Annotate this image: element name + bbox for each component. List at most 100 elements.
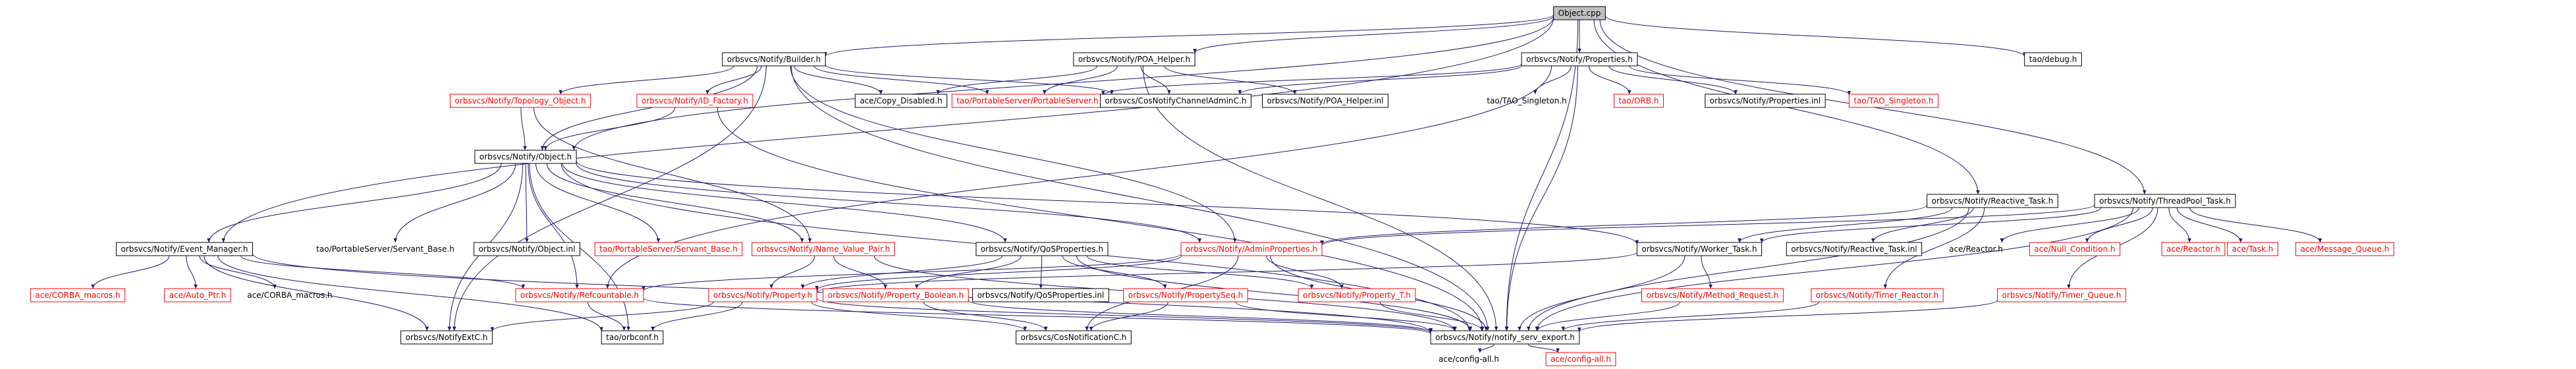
graph-node-builder[interactable]: orbsvcs/Notify/Builder.h bbox=[722, 52, 826, 67]
dependency-edge-qos-properties-to-property-boolean bbox=[914, 255, 1022, 289]
graph-node-portable-server[interactable]: tao/PortableServer/PortableServer.h bbox=[951, 94, 1104, 108]
graph-node-tao-orb[interactable]: tao/ORB.h bbox=[1614, 94, 1664, 108]
graph-node-threadpool-task[interactable]: orbsvcs/Notify/ThreadPool_Task.h bbox=[2094, 194, 2236, 208]
graph-node-label: ace/config-all.h bbox=[1550, 355, 1611, 364]
graph-node-label: orbsvcs/Notify/ThreadPool_Task.h bbox=[2099, 196, 2231, 206]
graph-node-refcountable[interactable]: orbsvcs/Notify/Refcountable.h bbox=[515, 288, 644, 302]
graph-node-ace-auto-ptr[interactable]: ace/Auto_Ptr.h bbox=[164, 288, 231, 302]
dependency-edge-properties-to-portable-server bbox=[1101, 63, 1522, 96]
graph-node-method-request[interactable]: orbsvcs/Notify/Method_Request.h bbox=[1641, 288, 1784, 302]
graph-node-box bbox=[2161, 242, 2226, 256]
graph-node-tao-orbconf[interactable]: tao/orbconf.h bbox=[601, 330, 664, 345]
dependency-edge-property-to-notify-serv-export bbox=[816, 298, 1433, 334]
graph-node-box bbox=[594, 242, 743, 256]
graph-node-property[interactable]: orbsvcs/Notify/Property.h bbox=[708, 288, 817, 302]
graph-node-id-factory[interactable]: orbsvcs/Notify/ID_Factory.h bbox=[636, 94, 754, 108]
graph-node-label: orbsvcs/Notify/ID_Factory.h bbox=[642, 96, 748, 105]
dependency-edge-reactive-task-to-worker-task bbox=[1738, 207, 1953, 243]
dependency-edge-builder-to-cos-channel-admin bbox=[825, 64, 1114, 95]
graph-node-topology-object[interactable]: orbsvcs/Notify/Topology_Object.h bbox=[449, 94, 591, 108]
graph-node-label: ace/Copy_Disabled.h bbox=[860, 96, 942, 105]
graph-node-ace-corba-macros-plain[interactable]: ace/CORBA_macros.h bbox=[242, 289, 337, 302]
graph-node-timer-queue[interactable]: orbsvcs/Notify/Timer_Queue.h bbox=[1997, 288, 2126, 302]
graph-node-tao-singleton-red[interactable]: tao/TAO_Singleton.h bbox=[1848, 94, 1939, 108]
graph-node-poa-helper[interactable]: orbsvcs/Notify/POA_Helper.h bbox=[1073, 52, 1195, 67]
graph-node-label: tao/TAO_Singleton.h bbox=[1853, 96, 1933, 105]
dependency-edge-method-request-to-notify-serv-export bbox=[1535, 301, 1681, 331]
graph-node-qos-properties-inl[interactable]: orbsvcs/Notify/QoSProperties.inl bbox=[972, 288, 1109, 302]
graph-node-tao-singleton-plain[interactable]: tao/TAO_Singleton.h bbox=[1482, 94, 1571, 107]
graph-node-property-seq[interactable]: orbsvcs/Notify/PropertySeq.h bbox=[1123, 288, 1248, 302]
graph-node-reactive-task-inl[interactable]: orbsvcs/Notify/Reactive_Task.inl bbox=[1786, 242, 1923, 256]
dependency-edge-worker-task-to-property bbox=[815, 252, 1637, 293]
graph-node-servant-base-red[interactable]: tao/PortableServer/Servant_Base.h bbox=[594, 242, 743, 256]
dependency-edge-timer-reactor-to-notify-serv-export bbox=[1561, 301, 1820, 331]
dependency-edge-properties-to-tao-singleton-red bbox=[1629, 65, 1851, 96]
dependency-edge-timer-queue-to-notify-serv-export bbox=[1577, 299, 1998, 332]
graph-node-label: orbsvcs/Notify/Topology_Object.h bbox=[454, 96, 586, 105]
graph-node-config-all-red[interactable]: ace/config-all.h bbox=[1545, 352, 1616, 366]
graph-node-timer-reactor[interactable]: orbsvcs/Notify/Timer_Reactor.h bbox=[1811, 288, 1944, 302]
dependency-edge-poa-helper-to-cos-channel-admin bbox=[1140, 65, 1171, 95]
graph-node-box bbox=[164, 288, 231, 302]
graph-node-ace-reactor-red[interactable]: ace/Reactor.h bbox=[2161, 242, 2226, 256]
dependency-edge-threadpool-task-to-notify-serv-export bbox=[1535, 207, 2134, 331]
graph-node-worker-task[interactable]: orbsvcs/Notify/Worker_Task.h bbox=[1636, 242, 1763, 256]
dependency-edge-properties-to-properties-inl bbox=[1608, 65, 1738, 95]
dependency-edge-reactive-task-to-admin-properties bbox=[1320, 205, 1928, 245]
graph-node-properties-inl[interactable]: orbsvcs/Notify/Properties.inl bbox=[1705, 94, 1826, 108]
dependency-edge-root-to-poa-helper bbox=[1193, 15, 1554, 53]
graph-node-config-all-plain[interactable]: ace/config-all.h bbox=[1434, 353, 1504, 366]
graph-node-cos-channel-admin[interactable]: orbsvcs/CosNotifyChannelAdminC.h bbox=[1100, 94, 1251, 108]
graph-node-root[interactable]: Object.cpp bbox=[1553, 6, 1606, 20]
graph-node-ace-message-queue[interactable]: ace/Message_Queue.h bbox=[2295, 242, 2394, 256]
graph-node-box bbox=[1262, 94, 1388, 108]
dependency-edge-root-to-notify-serv-export bbox=[1504, 19, 1579, 331]
graph-node-tao-debug[interactable]: tao/debug.h bbox=[2024, 52, 2082, 67]
graph-node-label: tao/orbconf.h bbox=[606, 333, 659, 342]
dependency-edge-poa-helper-to-copy-disabled bbox=[936, 65, 1098, 95]
dependency-edge-properties-to-notify-serv-export bbox=[1504, 65, 1578, 331]
graph-node-property-boolean[interactable]: orbsvcs/Notify/Property_Boolean.h bbox=[823, 288, 969, 302]
graph-node-object-inl[interactable]: orbsvcs/Notify/Object.inl bbox=[474, 242, 580, 256]
graph-node-box bbox=[116, 242, 253, 256]
graph-node-label: ace/Task.h bbox=[2232, 244, 2274, 254]
graph-node-ace-reactor-plain[interactable]: ace/Reactor.h bbox=[1944, 242, 2008, 256]
graph-node-label: ace/CORBA_macros.h bbox=[247, 291, 332, 300]
graph-node-label: tao/PortableServer/PortableServer.h bbox=[956, 96, 1098, 105]
graph-node-notify-serv-export[interactable]: orbsvcs/Notify/notify_serv_export.h bbox=[1430, 330, 1580, 345]
graph-node-ace-task[interactable]: ace/Task.h bbox=[2227, 242, 2278, 256]
graph-node-box bbox=[1521, 52, 1638, 67]
dependency-edge-qos-properties-to-property-seq bbox=[1062, 255, 1167, 289]
dependency-edge-topology-object-to-name-value-pair bbox=[533, 107, 812, 243]
dependency-edge-builder-to-admin-properties bbox=[790, 65, 1237, 243]
graph-node-servant-base-plain[interactable]: tao/PortableServer/Servant_Base.h bbox=[312, 242, 459, 256]
dependency-edge-property-boolean-to-cos-notification bbox=[923, 301, 1048, 331]
graph-node-admin-properties[interactable]: orbsvcs/Notify/AdminProperties.h bbox=[1180, 242, 1323, 256]
graph-node-cos-notification[interactable]: orbsvcs/CosNotificationC.h bbox=[1016, 330, 1132, 345]
dependency-edge-id-factory-to-object-h bbox=[543, 107, 676, 151]
graph-node-box bbox=[474, 150, 577, 164]
graph-node-ace-null-condition[interactable]: ace/Null_Condition.h bbox=[2029, 242, 2121, 256]
graph-node-poa-helper-inl[interactable]: orbsvcs/Notify/POA_Helper.inl bbox=[1262, 94, 1388, 108]
dependency-edge-event-manager-to-ace-auto-ptr bbox=[186, 255, 198, 289]
dependency-edge-object-h-to-servant-base-plain bbox=[393, 163, 516, 243]
dependency-edge-object-h-to-servant-base-red bbox=[535, 163, 661, 243]
dependency-edge-topology-object-to-object-h bbox=[520, 107, 527, 151]
graph-node-event-manager[interactable]: orbsvcs/Notify/Event_Manager.h bbox=[116, 242, 253, 256]
graph-node-object-h[interactable]: orbsvcs/Notify/Object.h bbox=[474, 150, 577, 164]
graph-node-copy-disabled[interactable]: ace/Copy_Disabled.h bbox=[854, 94, 948, 108]
graph-node-name-value-pair[interactable]: orbsvcs/Notify/Name_Value_Pair.h bbox=[752, 242, 895, 256]
graph-node-notify-ext[interactable]: orbsvcs/NotifyExtC.h bbox=[400, 330, 493, 345]
graph-node-label: ace/Reactor.h bbox=[1949, 244, 2003, 254]
graph-node-label: orbsvcs/Notify/Property.h bbox=[713, 291, 812, 300]
graph-node-ace-corba-macros-red[interactable]: ace/CORBA_macros.h bbox=[30, 288, 126, 302]
graph-node-label: orbsvcs/Notify/Object.h bbox=[480, 152, 572, 161]
dependency-edge-builder-to-copy-disabled bbox=[794, 65, 883, 95]
graph-node-qos-properties[interactable]: orbsvcs/Notify/QoSProperties.h bbox=[975, 242, 1109, 256]
graph-node-property-t[interactable]: orbsvcs/Notify/Property_T.h bbox=[1298, 288, 1416, 302]
graph-node-reactive-task[interactable]: orbsvcs/Notify/Reactive_Task.h bbox=[1927, 194, 2058, 208]
graph-node-properties[interactable]: orbsvcs/Notify/Properties.h bbox=[1521, 52, 1638, 67]
graph-node-box bbox=[1180, 242, 1323, 256]
graph-node-box bbox=[1848, 94, 1939, 108]
